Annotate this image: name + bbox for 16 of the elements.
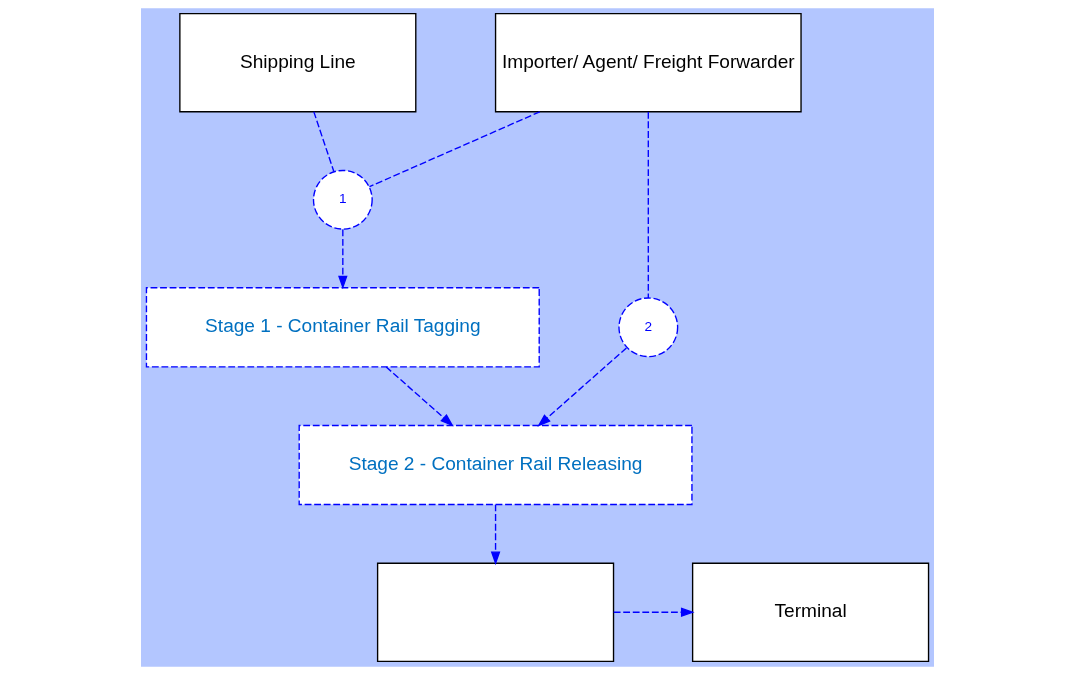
node-circle: 1: [312, 169, 373, 230]
arrow: [385, 366, 454, 427]
node-box: Importer/ Agent/ Freight Forwarder: [494, 12, 802, 113]
arrow: [490, 504, 500, 566]
connector: [312, 111, 334, 173]
arrow: [612, 607, 695, 618]
arrow: [337, 228, 348, 290]
arrow: [536, 347, 627, 427]
node-box: Stage 2 - Container Rail Releasing: [298, 424, 693, 506]
node-box: [376, 562, 614, 663]
node-box: Stage 1 - Container Rail Tagging: [145, 287, 540, 368]
node-box: Terminal: [691, 562, 929, 663]
node-box: Shipping Line: [178, 12, 416, 113]
connector: [368, 111, 540, 188]
connector: [647, 111, 649, 299]
node-circle: 2: [617, 297, 678, 358]
